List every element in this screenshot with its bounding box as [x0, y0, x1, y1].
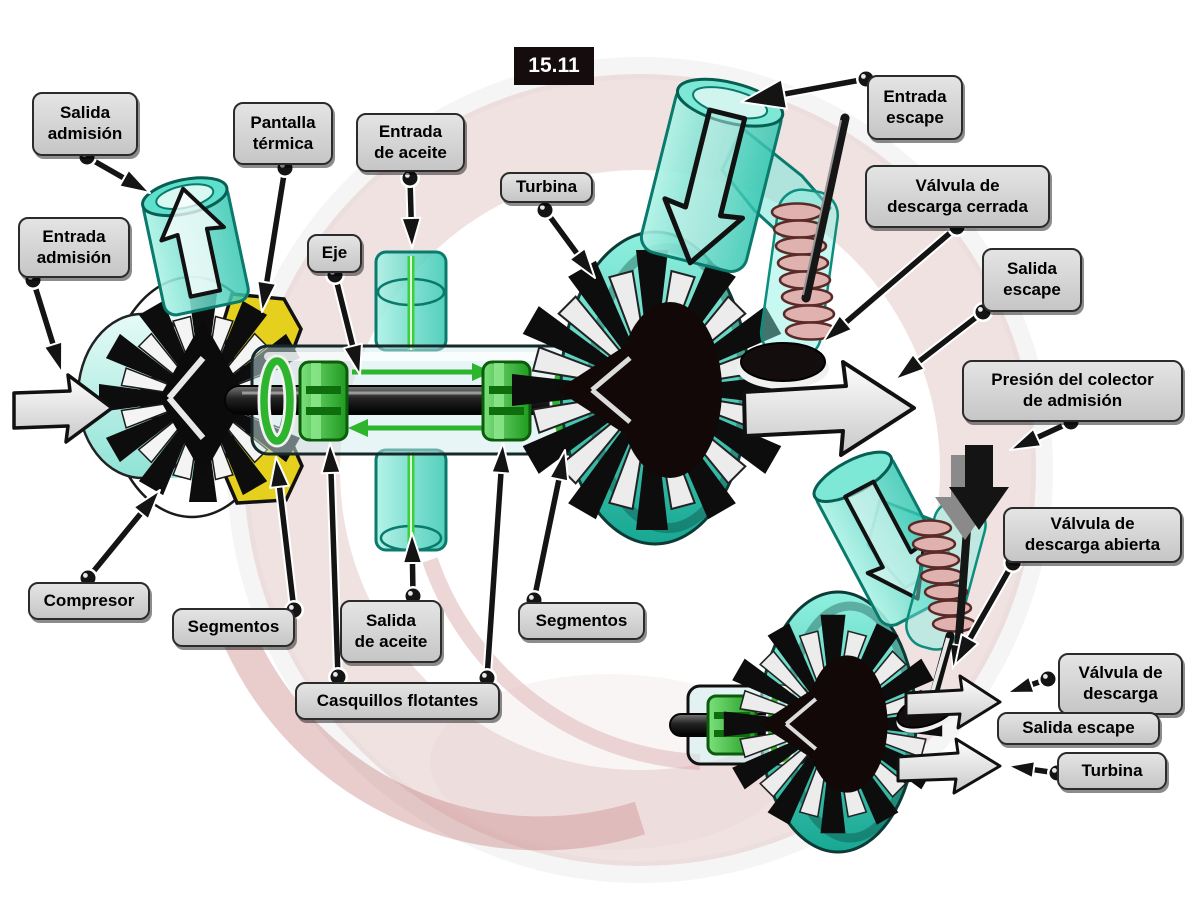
- label-entrada-aceite: Entrada de aceite: [356, 113, 465, 172]
- wastegate-actuator-rod: [801, 113, 850, 303]
- figure-number: 15.11: [514, 47, 594, 85]
- secondary-exhaust-arrow-lower: [896, 737, 1002, 795]
- wastegate-closed: [737, 113, 850, 389]
- oil-flow-arrow-left: [348, 419, 486, 437]
- exhaust-outlet-flow-arrow: [742, 360, 916, 457]
- intake-outlet-flow-arrow: [159, 186, 226, 299]
- label-valvula-descarga-cerrada: Válvula de descarga cerrada: [865, 165, 1050, 228]
- label-entrada-escape: Entrada escape: [867, 75, 963, 140]
- secondary-inlet-duct: [812, 450, 959, 627]
- label-pantalla-termica: Pantalla térmica: [233, 102, 333, 165]
- intake-outlet-duct: [141, 176, 250, 317]
- label-presion-colector: Presión del colector de admisión: [962, 360, 1183, 422]
- label-turbina-superior: Turbina: [500, 172, 593, 203]
- oil-outlet-duct: [374, 448, 448, 552]
- compressor-wheel: [99, 294, 307, 502]
- label-eje: Eje: [307, 234, 362, 273]
- manifold-pressure-arrow: [935, 445, 1009, 540]
- label-casquillos-flotantes: Casquillos flotantes: [295, 682, 500, 720]
- label-turbina-inferior: Turbina: [1057, 752, 1167, 790]
- wastegate-closed-valve: [737, 342, 829, 389]
- label-salida-admision: Salida admisión: [32, 92, 138, 156]
- wastegate-open-spring: [907, 519, 977, 633]
- floating-bushing-left: [298, 360, 349, 442]
- label-segmentos-izquierda: Segmentos: [172, 608, 295, 647]
- label-salida-escape-inferior: Salida escape: [997, 712, 1160, 745]
- label-entrada-admision: Entrada admisión: [18, 217, 130, 278]
- label-segmentos-derecha: Segmentos: [518, 602, 645, 640]
- label-valvula-descarga-abierta: Válvula de descarga abierta: [1003, 507, 1182, 563]
- exhaust-inlet-duct: [639, 77, 785, 274]
- label-salida-aceite: Salida de aceite: [340, 600, 442, 663]
- label-compresor: Compresor: [28, 582, 150, 620]
- label-valvula-descarga: Válvula de descarga: [1058, 653, 1183, 715]
- secondary-exhaust-arrow-upper: [904, 674, 1002, 730]
- exhaust-inlet-flow-arrow: [662, 107, 748, 266]
- segment-ring-left: [257, 354, 297, 448]
- label-salida-escape-superior: Salida escape: [982, 248, 1082, 312]
- intake-flow-arrow: [12, 373, 114, 444]
- oil-inlet-duct: [374, 250, 448, 352]
